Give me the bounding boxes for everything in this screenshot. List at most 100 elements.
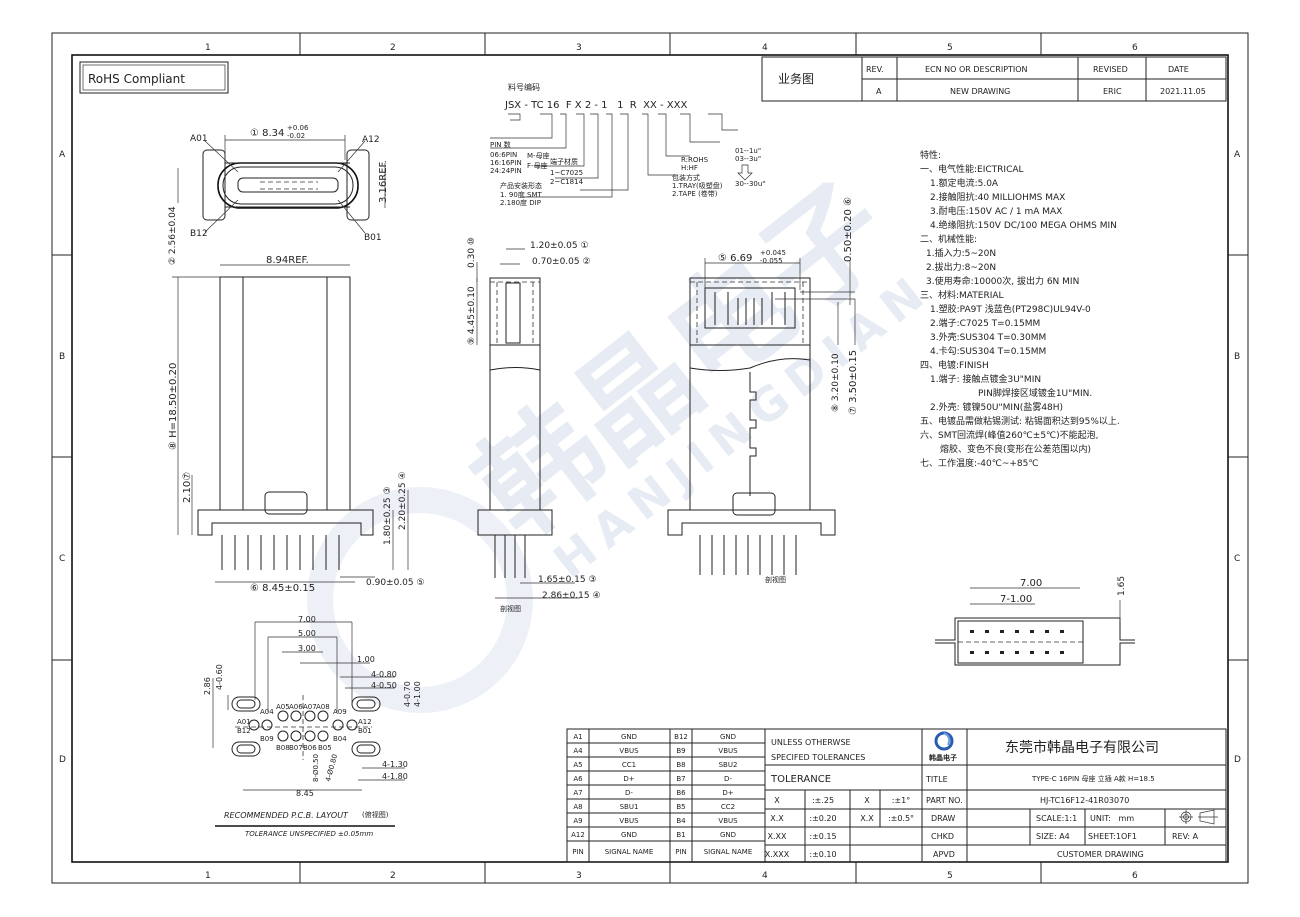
dim-6: ⑥ 8.45±0.15 [250, 583, 315, 594]
title-label: TITLE [925, 775, 948, 784]
pin-table-cell: D+ [623, 775, 634, 783]
draw-label: DRAW [931, 814, 955, 823]
material-option: 1~C7025 [550, 169, 583, 177]
front-view: ① 8.34 +0.06 -0.02 A01 A12 B12 B01 3.16R… [168, 124, 389, 266]
dim-2: 0.70±0.05 ② [532, 257, 591, 267]
watermark-logo-icon [307, 487, 533, 713]
dim-5: ⑤ 6.69 [718, 253, 752, 264]
pin-table-cell: A5 [573, 761, 582, 769]
revised-value: ERIC [1103, 87, 1122, 96]
dim-5-tol-dn: -0.055 [760, 257, 783, 265]
revision-table: 业务图 REV. ECN NO OR DESCRIPTION REVISED D… [761, 56, 1227, 102]
dim-180: 4-1.80 [382, 772, 408, 781]
drawing-title: TYPE-C 16PIN 母座 立插 A款 H=18.5 [1031, 774, 1155, 783]
pin-table-cell: GND [621, 831, 637, 839]
material-title: 端子材质 [550, 157, 578, 166]
column-label: 1 [205, 43, 211, 53]
column-label: 5 [947, 43, 953, 53]
material-option: 2~C1814 [550, 178, 584, 186]
spec-line: 3.外壳:SUS304 T=0.30MM [930, 331, 1046, 343]
mount-title: 产品安装形态 [500, 181, 542, 190]
main-view: 8.94REF. ⑧ H=18.50±0.20 2.10⑦ 1.80±0.25 … [168, 255, 425, 594]
dim-9: ⑨ 4.45±0.10 [467, 286, 477, 345]
dim-10: 0.30 ⑩ [467, 237, 477, 268]
pin-table-cell: A8 [573, 803, 582, 811]
dim-050: 4-0.50 [371, 681, 397, 690]
dim-width: ① 8.34 [250, 128, 284, 139]
pin-table-cell: VBUS [718, 747, 738, 755]
pad-label: A12 [358, 718, 372, 726]
part-number: HJ-TC16F12-41R03070 [1040, 796, 1129, 805]
dim-700: 7.00 [298, 615, 316, 624]
pin-table-cell: D- [724, 775, 732, 783]
tolerance-cell: X.XXX [765, 850, 790, 859]
tolerance-cell: :±0.5° [888, 814, 914, 823]
pin-table-cell: VBUS [619, 817, 639, 825]
pad-label: A04 [260, 708, 274, 716]
spec-line: 熔胶、变色不良(变形在公差范围以内) [940, 443, 1091, 455]
pin-table-cell: GND [720, 733, 736, 741]
pin-table-cell: CC1 [622, 761, 636, 769]
section-caption: 剖视图 [765, 575, 786, 584]
spec-line: 1.额定电流:5.0A [930, 177, 999, 189]
pad-label: A01 [237, 718, 251, 726]
part-code-legend: 料号编码 JSX - TC 16 F X 2 - 1 1 R XX - XXX … [490, 82, 766, 207]
ecn-value: NEW DRAWING [950, 87, 1010, 96]
row-label: D [59, 755, 66, 765]
doc-type: 业务图 [778, 71, 814, 86]
rev-value: A [876, 87, 882, 96]
section-view: ⑤ 6.69 +0.045 -0.055 0.50±0.20 ⑥ ⑧ 3.20±… [667, 197, 859, 584]
dim-1: 1.20±0.05 ① [530, 241, 589, 251]
spec-line: 2.拔出力:8~20N [926, 261, 996, 273]
arrow-down-icon [737, 164, 753, 181]
spec-line: 六、SMT回流焊(峰值260℃±5℃)不能起泡, [920, 429, 1099, 441]
pin-table-cell: B8 [676, 761, 685, 769]
pin-table-cell: GND [720, 831, 736, 839]
column-label: 4 [762, 871, 768, 881]
pcb-title-note: (俯视图) [362, 810, 389, 819]
rev-header: REV. [866, 65, 884, 74]
revised-header: REVISED [1093, 65, 1128, 74]
company-name: 东莞市韩晶电子有限公司 [1005, 739, 1159, 756]
spec-line: 1.插入力:5~20N [926, 247, 996, 259]
section-caption: 剖视图 [500, 604, 521, 613]
gender-option: M-母座 [527, 151, 550, 160]
pin-table-cell: SBU1 [620, 803, 639, 811]
dim-4: 2.20±0.25 ④ [398, 471, 408, 530]
dim-286: 2.86 [203, 677, 212, 695]
pin-table-cell: VBUS [718, 817, 738, 825]
pad-label: B12 [237, 727, 251, 735]
row-label: B [59, 352, 65, 362]
dim-width-ref: 8.94REF. [266, 255, 309, 266]
row-label: B [1234, 352, 1240, 362]
pin-table-cell: D- [625, 789, 633, 797]
tolerance-cell: X.XX [768, 832, 788, 841]
dim-width-tol-up: +0.06 [287, 124, 309, 132]
spec-line: 2.端子:C7025 T=0.15MM [930, 317, 1040, 329]
plating-option: 01--1u" [735, 147, 761, 155]
spec-line: 2.外壳: 镀镍50U"MIN(盐雾48H) [930, 401, 1063, 413]
spec-line: 2.接触阻抗:40 MILLIOHMS MAX [930, 191, 1065, 203]
specifications: 特性: 一、电气性能:EICTRICAL 1.额定电流:5.0A 2.接触阻抗:… [920, 149, 1120, 469]
dim-5-tol-up: +0.045 [760, 249, 786, 257]
hole-size-1: 8-Ø0.50 [312, 754, 320, 782]
revision: REV: A [1172, 832, 1199, 841]
pin-option: 06:6PIN [490, 151, 517, 159]
pin-table-cell: GND [621, 733, 637, 741]
spec-line: 三、材料:MATERIAL [920, 289, 1004, 301]
pin-table-cell: B5 [676, 803, 685, 811]
column-label: 2 [390, 871, 396, 881]
row-label: C [59, 554, 65, 564]
tolerance-cell: X.X [860, 814, 874, 823]
row-label: C [1234, 554, 1240, 564]
rohs-badge: RoHS Compliant [79, 61, 229, 94]
tolerance-cell: :±0.15 [809, 832, 836, 841]
env-option: H:HF [681, 164, 698, 172]
pin-table-cell: A4 [573, 747, 583, 755]
spec-line: 一、电气性能:EICTRICAL [920, 163, 1024, 175]
dim-070: 4-0.70 [403, 681, 412, 707]
pin-label-b01: B01 [364, 233, 382, 243]
dim-3: 1.80±0.25 ③ [383, 486, 393, 545]
tolerance-cell: X.X [770, 814, 784, 823]
dim-3: 1.65±0.15 ③ [538, 575, 597, 585]
